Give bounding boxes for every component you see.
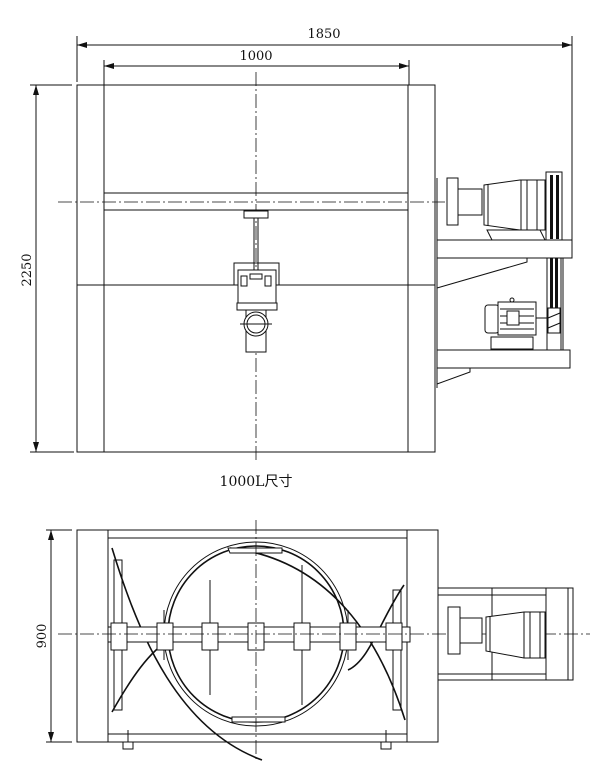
dimension-label-900: 900 bbox=[35, 624, 50, 649]
belt-guard bbox=[545, 171, 563, 241]
drawing-caption: 1000L尺寸 bbox=[220, 474, 293, 490]
dimension-label-2250: 2250 bbox=[20, 253, 35, 286]
flange bbox=[446, 177, 459, 226]
dimension-inner-width: 1000 bbox=[103, 49, 410, 85]
agitator-shaft bbox=[107, 622, 411, 651]
ribbon-agitator bbox=[111, 541, 406, 761]
motor-pulley bbox=[547, 307, 561, 334]
gearbox bbox=[483, 179, 546, 231]
drive-assembly bbox=[436, 171, 573, 388]
electric-motor bbox=[484, 297, 548, 350]
dimension-height: 2250 bbox=[20, 84, 74, 453]
top-view: 900 bbox=[35, 520, 590, 761]
discharge-valve bbox=[233, 210, 280, 353]
top-view-drive-assembly bbox=[437, 587, 574, 681]
dimension-overall-width: 1850 bbox=[76, 27, 573, 250]
front-view: 1850 1000 2250 bbox=[20, 27, 573, 460]
dimension-depth: 900 bbox=[35, 529, 72, 743]
dimension-label-1000: 1000 bbox=[239, 49, 272, 64]
dimension-label-1850: 1850 bbox=[307, 27, 340, 42]
